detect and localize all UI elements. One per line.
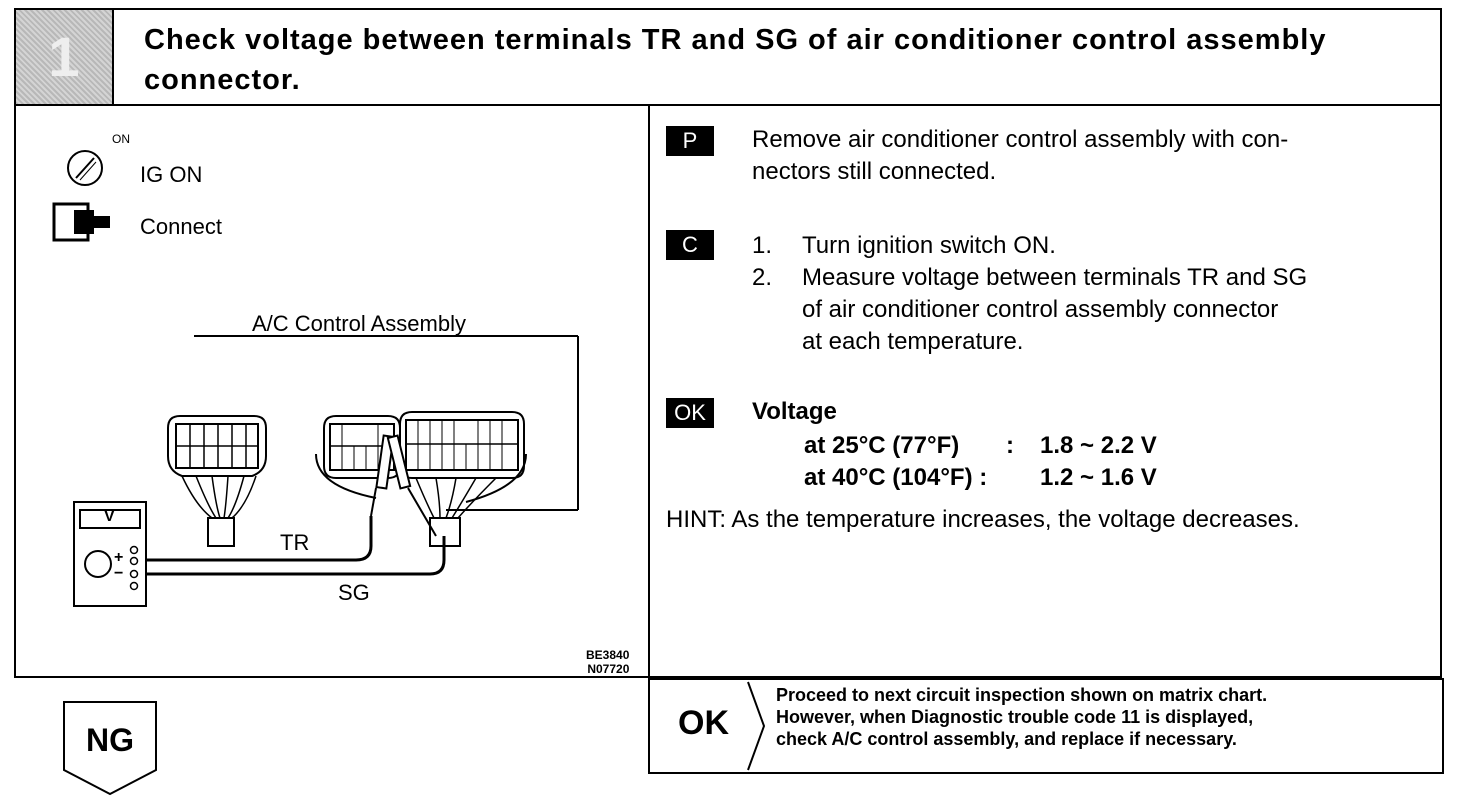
row-1-value: 1.8 ~ 2.2 V (1040, 432, 1157, 459)
instructions-panel: P Remove air conditioner control assembl… (666, 106, 1446, 678)
row-1-temp: at 25°C (77°F) (804, 432, 960, 459)
figure-code-2: N07720 (587, 662, 630, 676)
step-header: 1 Check voltage between terminals TR and… (16, 10, 1440, 106)
connector-icon (52, 202, 110, 242)
figure-codes: BE3840 N07720 (586, 648, 629, 676)
ok-result-box: OK Proceed to next circuit inspection sh… (648, 678, 1444, 774)
ig-on-label: IG ON (140, 162, 203, 187)
ok-result-line-2: However, when Diagnostic trouble code 11… (776, 707, 1254, 727)
ok-tag: OK (666, 398, 714, 428)
ok-result-text: Proceed to next circuit inspection shown… (776, 684, 1426, 750)
step-frame: 1 Check voltage between terminals TR and… (14, 8, 1442, 678)
sg-label: SG (338, 580, 370, 605)
c-step-2-line-1: Measure voltage between terminals TR and… (802, 264, 1308, 291)
c-step-2-line-2: of air conditioner control assembly conn… (802, 296, 1279, 323)
c-step-1: Turn ignition switch ON. (802, 232, 1056, 259)
c-step-2-line-3: at each temperature. (802, 328, 1024, 355)
figure-code-1: BE3840 (586, 648, 630, 662)
test-probes (370, 434, 437, 537)
ig-on-superscript: ON (112, 132, 130, 146)
row-1-sep: : (1006, 432, 1014, 459)
ok-arrow-icon (747, 681, 766, 771)
meter-label: V (104, 508, 115, 525)
step-title: Check voltage between terminals TR and S… (144, 24, 1327, 96)
ng-result-label: NG (86, 722, 134, 758)
row-2-value: 1.2 ~ 1.6 V (1040, 464, 1157, 491)
p-tag: P (666, 126, 714, 156)
voltage-title: Voltage (752, 398, 837, 425)
p-text-1: Remove air conditioner control assembly … (752, 126, 1289, 153)
c-tag: C (666, 230, 714, 260)
ignition-key-icon (67, 150, 103, 186)
connect-label: Connect (140, 214, 222, 239)
test-wires (134, 516, 446, 576)
diagram-drawing: + − (52, 150, 579, 607)
svg-text:+: + (114, 549, 123, 566)
ng-arrow-icon (63, 701, 157, 796)
svg-text:−: − (114, 565, 123, 582)
step-number: 1 (16, 10, 114, 104)
wiring-diagram: + − ON IG ON Connect A/C Control Assembl… (16, 106, 648, 678)
ok-result-label: OK (678, 704, 729, 742)
assembly-label: A/C Control Assembly (252, 311, 466, 336)
row-2-temp: at 40°C (104°F) : (804, 464, 988, 491)
c-num-2: 2. (752, 264, 773, 291)
ng-result: NG (62, 700, 158, 801)
voltmeter-icon: + − (73, 501, 147, 607)
column-divider (648, 106, 650, 678)
left-connector (167, 415, 267, 547)
ok-result-line-1: Proceed to next circuit inspection shown… (776, 685, 1268, 705)
hint-text: HINT: As the temperature increases, the … (666, 506, 1300, 533)
ok-result-line-3: check A/C control assembly, and replace … (776, 729, 1237, 749)
main-connectors (315, 411, 527, 547)
p-text-2: nectors still connected. (752, 158, 997, 185)
assembly-outline (194, 335, 579, 511)
tr-label: TR (280, 530, 310, 555)
c-num-1: 1. (752, 232, 773, 259)
